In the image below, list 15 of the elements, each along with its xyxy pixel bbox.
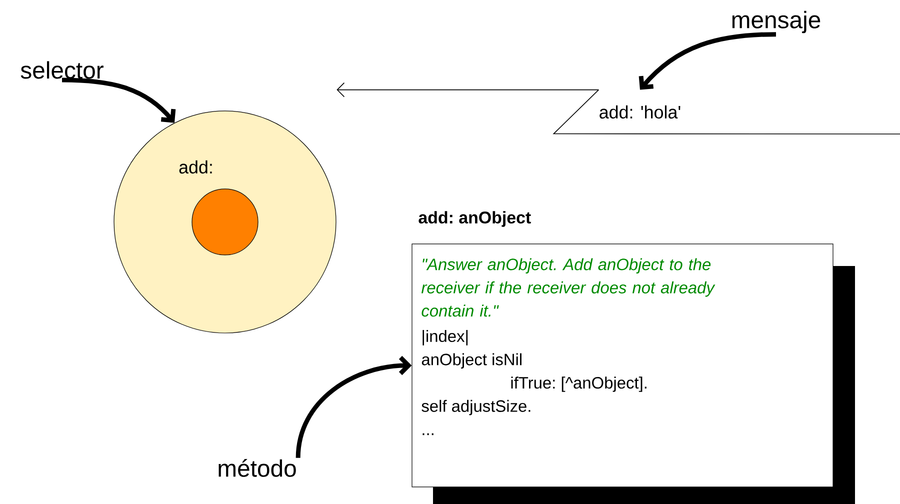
code-line: self adjustSize.	[422, 400, 530, 416]
code-line: anObject isNil	[422, 353, 522, 369]
method-heading: add: anObject	[418, 211, 531, 227]
arrow	[62, 78, 176, 123]
arrow	[336, 82, 600, 98]
arrow	[638, 32, 776, 90]
core-circle	[192, 188, 258, 256]
label: método	[218, 459, 296, 477]
code-line: |index|	[422, 330, 468, 346]
label: selector	[20, 61, 104, 79]
comment-text: "Answer anObject. Add anObject to the receiver if the receiver does not already contain it."	[421, 258, 716, 317]
code-line: ...	[422, 433, 434, 436]
code-line: ifTrue: [^anObject].	[511, 376, 646, 392]
label: mensaje	[732, 10, 820, 34]
arrow	[296, 356, 412, 458]
